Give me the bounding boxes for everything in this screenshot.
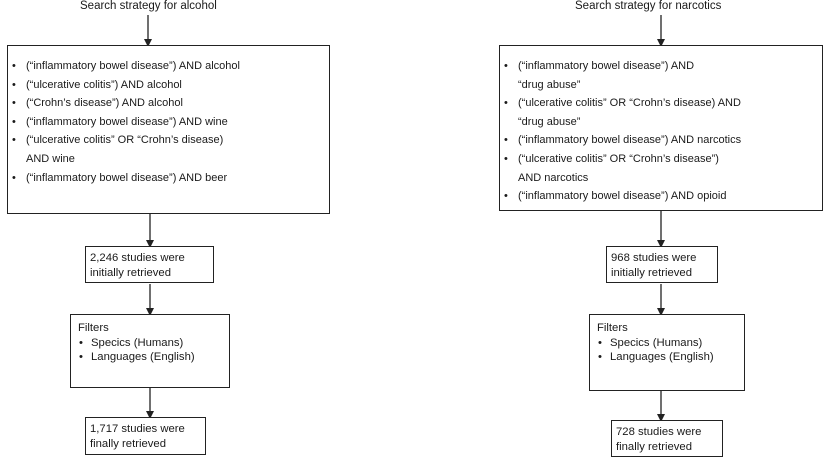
- alcohol-filter-language: Languages (English): [78, 350, 229, 365]
- alcohol-title: Search strategy for alcohol: [80, 0, 217, 12]
- narcotics-filters: Filters Specics (Humans) Languages (Engl…: [590, 315, 744, 365]
- alcohol-filters-heading: Filters: [78, 322, 109, 334]
- alcohol-search-terms-list: (“inflammatory bowel disease”) AND alcoh…: [8, 46, 329, 187]
- alcohol-search-terms-box: (“inflammatory bowel disease”) AND alcoh…: [7, 45, 330, 214]
- alcohol-term-6: (“inflammatory bowel disease”) AND beer: [8, 169, 329, 188]
- narcotics-filter-language: Languages (English): [597, 350, 744, 365]
- alcohol-final-count-box: 1,717 studies were finally retrieved: [85, 417, 206, 455]
- narcotics-final-count: 728 studies were finally retrieved: [616, 426, 702, 453]
- alcohol-final-count: 1,717 studies were finally retrieved: [90, 423, 185, 450]
- narcotics-final-count-box: 728 studies were finally retrieved: [611, 420, 723, 457]
- narcotics-initial-count: 968 studies were initially retrieved: [611, 252, 697, 279]
- alcohol-term-2: (“ulcerative colitis”) AND alcohol: [8, 76, 329, 95]
- alcohol-term-5: (“ulcerative colitis” OR “Crohn’s diseas…: [8, 131, 329, 168]
- narcotics-term-4: (“ulcerative colitis” OR “Crohn’s diseas…: [500, 150, 822, 187]
- narcotics-title: Search strategy for narcotics: [575, 0, 722, 12]
- narcotics-filters-box: Filters Specics (Humans) Languages (Engl…: [589, 314, 745, 391]
- narcotics-search-terms-list: (“inflammatory bowel disease”) AND“drug …: [500, 46, 822, 206]
- narcotics-filter-species: Specics (Humans): [597, 336, 744, 351]
- narcotics-term-2: (“ulcerative colitis” OR “Crohn’s diseas…: [500, 94, 822, 131]
- alcohol-initial-count: 2,246 studies were initially retrieved: [90, 252, 185, 279]
- narcotics-term-1: (“inflammatory bowel disease”) AND“drug …: [500, 57, 822, 94]
- alcohol-filters: Filters Specics (Humans) Languages (Engl…: [71, 315, 229, 365]
- alcohol-filters-box: Filters Specics (Humans) Languages (Engl…: [70, 314, 230, 388]
- narcotics-term-5: (“inflammatory bowel disease”) AND opioi…: [500, 187, 822, 206]
- narcotics-filters-heading: Filters: [597, 322, 628, 334]
- alcohol-filter-species: Specics (Humans): [78, 336, 229, 351]
- alcohol-term-4: (“inflammatory bowel disease”) AND wine: [8, 113, 329, 132]
- alcohol-term-3: (“Crohn’s disease”) AND alcohol: [8, 94, 329, 113]
- narcotics-search-terms-box: (“inflammatory bowel disease”) AND“drug …: [499, 45, 823, 211]
- narcotics-initial-count-box: 968 studies were initially retrieved: [606, 246, 718, 283]
- narcotics-term-3: (“inflammatory bowel disease”) AND narco…: [500, 131, 822, 150]
- alcohol-initial-count-box: 2,246 studies were initially retrieved: [85, 246, 214, 283]
- alcohol-term-1: (“inflammatory bowel disease”) AND alcoh…: [8, 57, 329, 76]
